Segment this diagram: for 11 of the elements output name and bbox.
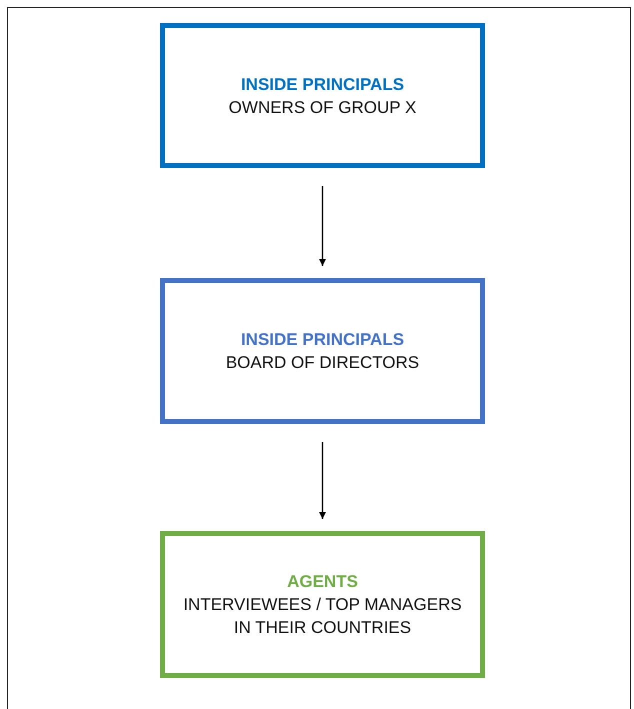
box-text: OWNERS OF GROUP X [228,96,418,118]
box-heading: INSIDE PRINCIPALS [240,329,404,351]
arrow [319,442,326,519]
box [160,531,485,678]
box-text: INTERVIEWEES / TOP MANAGERS IN THEIR COUNTRIES [182,594,463,639]
arrow [319,186,326,266]
box [160,278,485,424]
box [160,23,485,168]
box-heading: AGENTS [287,571,358,593]
box-text: BOARD OF DIRECTORS [224,352,420,374]
box-heading: INSIDE PRINCIPALS [240,74,404,96]
